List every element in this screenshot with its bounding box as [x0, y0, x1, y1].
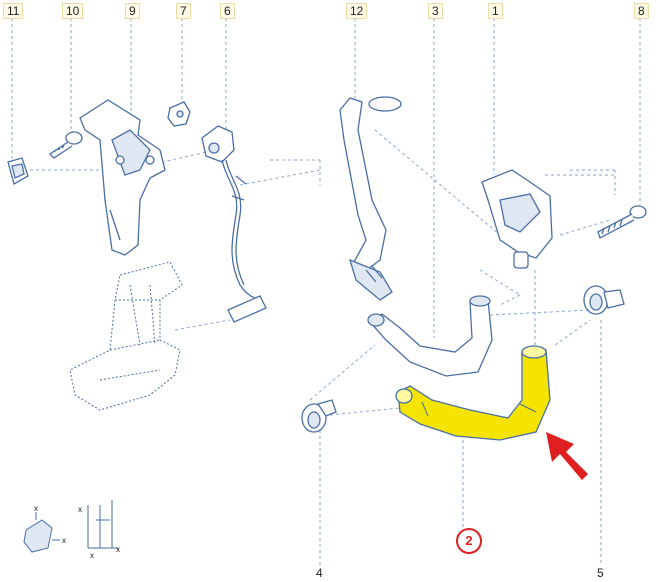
svg-text:x: x — [34, 504, 38, 513]
part-10-bolt — [48, 131, 83, 159]
pedal-assembly — [69, 261, 183, 411]
callout-7[interactable]: 7 — [176, 3, 191, 19]
part-1-valve — [481, 169, 553, 269]
callout-9[interactable]: 9 — [125, 3, 140, 19]
part-11-clip — [7, 157, 29, 185]
svg-text:x: x — [116, 545, 120, 554]
leader-lines — [11, 18, 641, 565]
orientation-symbols: x x x x x — [23, 500, 120, 560]
red-arrow-icon — [546, 432, 588, 480]
callout-10[interactable]: 10 — [62, 3, 84, 19]
callout-11[interactable]: 11 — [3, 3, 24, 19]
svg-text:x: x — [90, 551, 94, 560]
callout-2-highlighted[interactable]: 2 — [456, 528, 482, 554]
callout-5[interactable]: 5 — [595, 566, 606, 580]
part-2-hose-highlighted — [395, 345, 551, 441]
part-5-clamp — [583, 285, 625, 315]
part-4-clamp — [301, 399, 337, 433]
callout-8[interactable]: 8 — [634, 3, 649, 19]
callout-4[interactable]: 4 — [314, 566, 325, 580]
callout-12[interactable]: 12 — [346, 3, 368, 19]
callout-3[interactable]: 3 — [428, 3, 443, 19]
svg-text:x: x — [78, 505, 82, 514]
part-6-sensor-cable — [201, 125, 267, 323]
part-8-screw — [597, 205, 647, 239]
callout-6[interactable]: 6 — [220, 3, 235, 19]
part-9-bracket — [79, 99, 166, 256]
callout-1[interactable]: 1 — [488, 3, 503, 19]
part-12-hose — [339, 96, 402, 301]
svg-text:x: x — [62, 536, 66, 545]
part-3-hose — [367, 295, 493, 377]
part-7-clip — [167, 101, 191, 127]
